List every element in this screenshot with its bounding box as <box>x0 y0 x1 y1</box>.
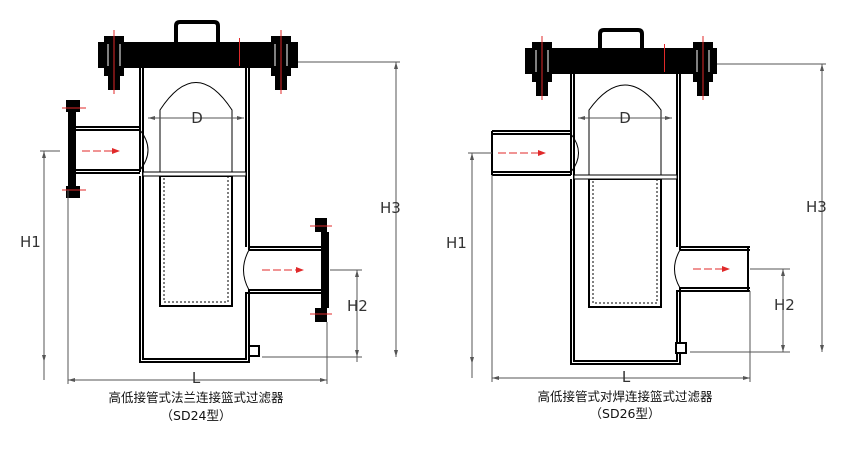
top-cover <box>98 42 298 68</box>
dim-label-h2: H2 <box>347 297 368 315</box>
lid-handle <box>174 20 220 42</box>
filter-basket <box>159 175 233 307</box>
right-bolt <box>693 36 713 100</box>
dim-label-d: D <box>191 109 203 127</box>
inlet-flange <box>68 112 76 190</box>
body-shell <box>570 74 750 365</box>
dim-label-h1: H1 <box>446 234 467 252</box>
caption-model: （SD24型） <box>161 408 232 423</box>
caption-model: （SD26型） <box>590 406 661 421</box>
dim-label-l: L <box>192 369 201 387</box>
inlet-pipe <box>491 130 571 176</box>
caption-title: 高低接管式法兰连接篮式过滤器 <box>108 390 284 405</box>
drain-plug <box>675 342 687 354</box>
body-shell <box>139 68 327 363</box>
dim-label-l: L <box>622 368 631 386</box>
dim-label-h3: H3 <box>380 199 401 217</box>
lid-handle <box>598 28 644 48</box>
inlet-pipe <box>75 126 140 174</box>
figure-sd26: D H1 H2 H3 L 高低接管式对焊连接篮式过滤器 （SD26型） <box>446 28 827 421</box>
left-bolt <box>104 30 124 94</box>
drain-plug <box>248 345 260 357</box>
dim-label-h1: H1 <box>20 233 41 251</box>
caption-title: 高低接管式对焊连接篮式过滤器 <box>537 389 713 404</box>
dim-label-d: D <box>619 109 631 127</box>
right-bolt <box>271 30 291 94</box>
outlet-flange <box>321 232 329 308</box>
top-cover <box>525 48 717 74</box>
dim-label-h3: H3 <box>806 198 827 216</box>
basket-dome <box>159 82 233 172</box>
figure-sd24: D H1 H2 H3 L 高低接管式法兰连接篮式过滤器 （SD24型） <box>20 20 401 423</box>
basket-dome <box>588 84 662 175</box>
left-bolt <box>532 36 552 100</box>
filter-basket <box>588 178 662 308</box>
dim-label-h2: H2 <box>774 296 795 314</box>
